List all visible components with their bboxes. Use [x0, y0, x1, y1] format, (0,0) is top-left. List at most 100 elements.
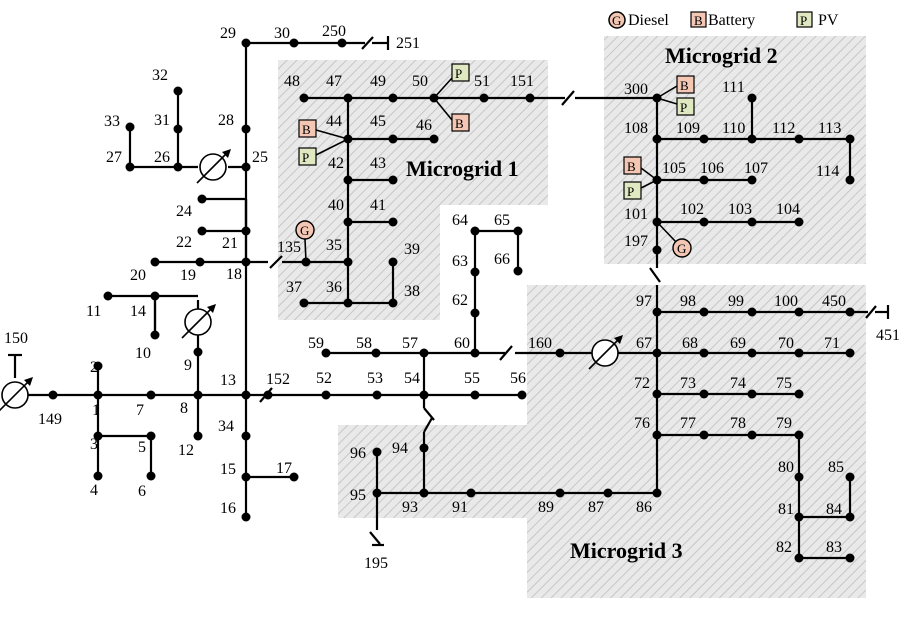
diesel-135-icon: G — [295, 220, 315, 263]
legend: G Diesel B Battery P PV — [608, 11, 839, 29]
bus-node-75 — [794, 389, 804, 399]
bus-label-93: 93 — [402, 499, 418, 516]
bus-node-34 — [241, 431, 251, 441]
bus-label-47: 47 — [326, 73, 342, 90]
bus-label-58: 58 — [356, 335, 372, 352]
bus-node-111 — [747, 93, 757, 103]
bus-node-97 — [652, 307, 662, 317]
bus-node-11 — [103, 291, 113, 301]
bus-node-42 — [343, 175, 353, 185]
bus-node-56 — [517, 390, 527, 400]
bus-label-77: 77 — [680, 415, 696, 432]
bus-label-8: 8 — [180, 400, 188, 417]
svg-text:P: P — [455, 66, 462, 81]
bus-node-27 — [125, 162, 135, 172]
svg-text:B: B — [302, 122, 311, 137]
bus-label-9: 9 — [184, 357, 192, 374]
microgrid-areas — [278, 36, 866, 598]
bus-label-105: 105 — [662, 160, 686, 177]
bus-node-17 — [289, 472, 299, 482]
bus-label-80: 80 — [778, 459, 794, 476]
bus-node-21 — [241, 226, 251, 236]
diesel-legend-label: Diesel — [628, 12, 669, 29]
pv-50-icon: P — [433, 63, 470, 99]
bus-node-95 — [372, 488, 382, 498]
bus-node-104 — [794, 217, 804, 227]
bus-label-109: 109 — [676, 120, 700, 137]
bus-label-30: 30 — [274, 25, 290, 42]
bus-label-65: 65 — [494, 212, 510, 229]
microgrid-3-label: Microgrid 3 — [570, 538, 683, 563]
bus-node-30 — [289, 38, 299, 48]
bus-node-41 — [388, 217, 398, 227]
microgrid-2-label: Microgrid 2 — [665, 43, 778, 68]
bus-label-62: 62 — [452, 292, 468, 309]
bus-label-16: 16 — [220, 500, 236, 517]
svg-text:P: P — [627, 184, 634, 199]
bus-node-51 — [479, 93, 489, 103]
microgrid-1-label: Microgrid 1 — [406, 156, 519, 181]
bus-node-151 — [525, 93, 535, 103]
bus-node-9 — [193, 347, 203, 357]
bus-label-101: 101 — [624, 206, 648, 223]
pv-44-icon: P — [298, 138, 349, 166]
pv-legend-label: PV — [818, 12, 839, 29]
bus-label-57: 57 — [402, 335, 418, 352]
pv-legend-symbol: P — [800, 13, 807, 28]
bus-node-152 — [263, 390, 273, 400]
bus-label-70: 70 — [778, 335, 794, 352]
bus-label-31: 31 — [154, 112, 170, 129]
bus-node-39 — [388, 257, 398, 267]
bus-label-94: 94 — [392, 440, 408, 457]
bus-label-149: 149 — [38, 411, 62, 428]
switch-18-135 — [269, 255, 283, 269]
bus-label-251: 251 — [396, 35, 420, 52]
bus-node-1 — [93, 390, 103, 400]
bus-node-14 — [150, 291, 160, 301]
bus-node-94 — [419, 443, 429, 453]
bus-node-89 — [555, 488, 565, 498]
battery-legend-symbol: B — [694, 13, 703, 28]
bus-label-108: 108 — [624, 120, 648, 137]
bus-label-106: 106 — [700, 160, 724, 177]
bus-label-63: 63 — [452, 253, 468, 270]
bus-label-450: 450 — [822, 293, 846, 310]
bus-label-1: 1 — [92, 402, 100, 419]
bus-node-73 — [699, 389, 709, 399]
svg-text:P: P — [302, 150, 309, 165]
bus-label-103: 103 — [728, 201, 752, 218]
bus-node-10 — [150, 330, 160, 340]
bus-label-97: 97 — [636, 293, 652, 310]
bus-label-112: 112 — [772, 120, 795, 137]
bus-label-113: 113 — [818, 120, 841, 137]
bus-node-78 — [747, 430, 757, 440]
bus-label-40: 40 — [328, 197, 344, 214]
bus-label-72: 72 — [634, 375, 650, 392]
bus-label-151: 151 — [510, 73, 534, 90]
bus-node-48 — [299, 93, 309, 103]
pv-300-icon: P — [656, 97, 695, 116]
bus-node-3 — [93, 431, 103, 441]
bus-label-13: 13 — [220, 372, 236, 389]
bus-node-65 — [513, 226, 523, 236]
bus-label-11: 11 — [86, 303, 101, 320]
bus-node-108 — [652, 134, 662, 144]
battery-50-icon: B — [433, 97, 470, 132]
bus-node-100 — [794, 307, 804, 317]
bus-node-70 — [794, 348, 804, 358]
bus-label-197: 197 — [624, 233, 648, 250]
bus-label-64: 64 — [452, 212, 468, 229]
pv-legend-icon — [796, 11, 813, 28]
bus-node-25 — [241, 162, 251, 172]
bus-label-20: 20 — [130, 267, 146, 284]
battery-300-icon: B — [656, 75, 695, 99]
regulator-150-icon — [0, 377, 33, 412]
bus-label-19: 19 — [180, 267, 196, 284]
bus-label-87: 87 — [588, 499, 604, 516]
svg-text:G: G — [677, 241, 686, 256]
bus-node-69 — [747, 348, 757, 358]
bus-node-54 — [419, 390, 429, 400]
bus-label-37: 37 — [286, 279, 302, 296]
bus-label-54: 54 — [404, 370, 420, 387]
bus-label-35: 35 — [326, 237, 342, 254]
